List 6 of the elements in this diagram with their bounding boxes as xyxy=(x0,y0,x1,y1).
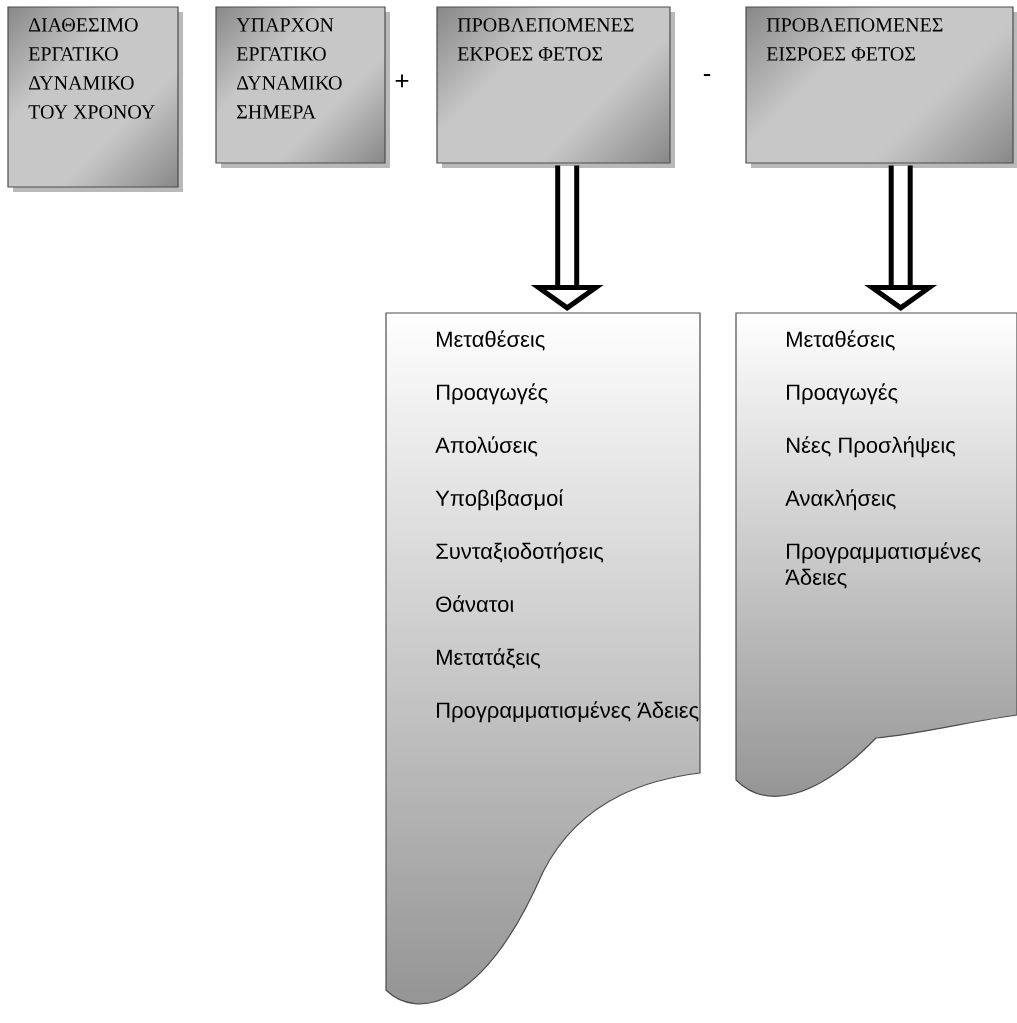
operator-sign: + xyxy=(395,74,409,88)
process-box: ΥΠΑΡΧΟΝ ΕΡΓΑΤΙΚΟ ΔΥΝΑΜΙΚΟ ΣΗΜΕΡΑ xyxy=(215,6,390,168)
process-box: ΠΡΟΒΛΕΠΟΜΕΝΕΣ ΕΙΣΡΟΕΣ ΦΕΤΟΣ xyxy=(745,6,1017,168)
process-box: ΔΙΑΘΕΣΙΜΟ ΕΡΓΑΤΙΚΟ ΔΥΝΑΜΙΚΟ ΤΟΥ ΧΡΟΝΟΥ xyxy=(7,6,183,192)
process-box: ΠΡΟΒΛΕΠΟΜΕΝΕΣ ΕΚΡΟΕΣ ΦΕΤΟΣ xyxy=(436,6,675,168)
operator-sign: - xyxy=(703,74,711,77)
